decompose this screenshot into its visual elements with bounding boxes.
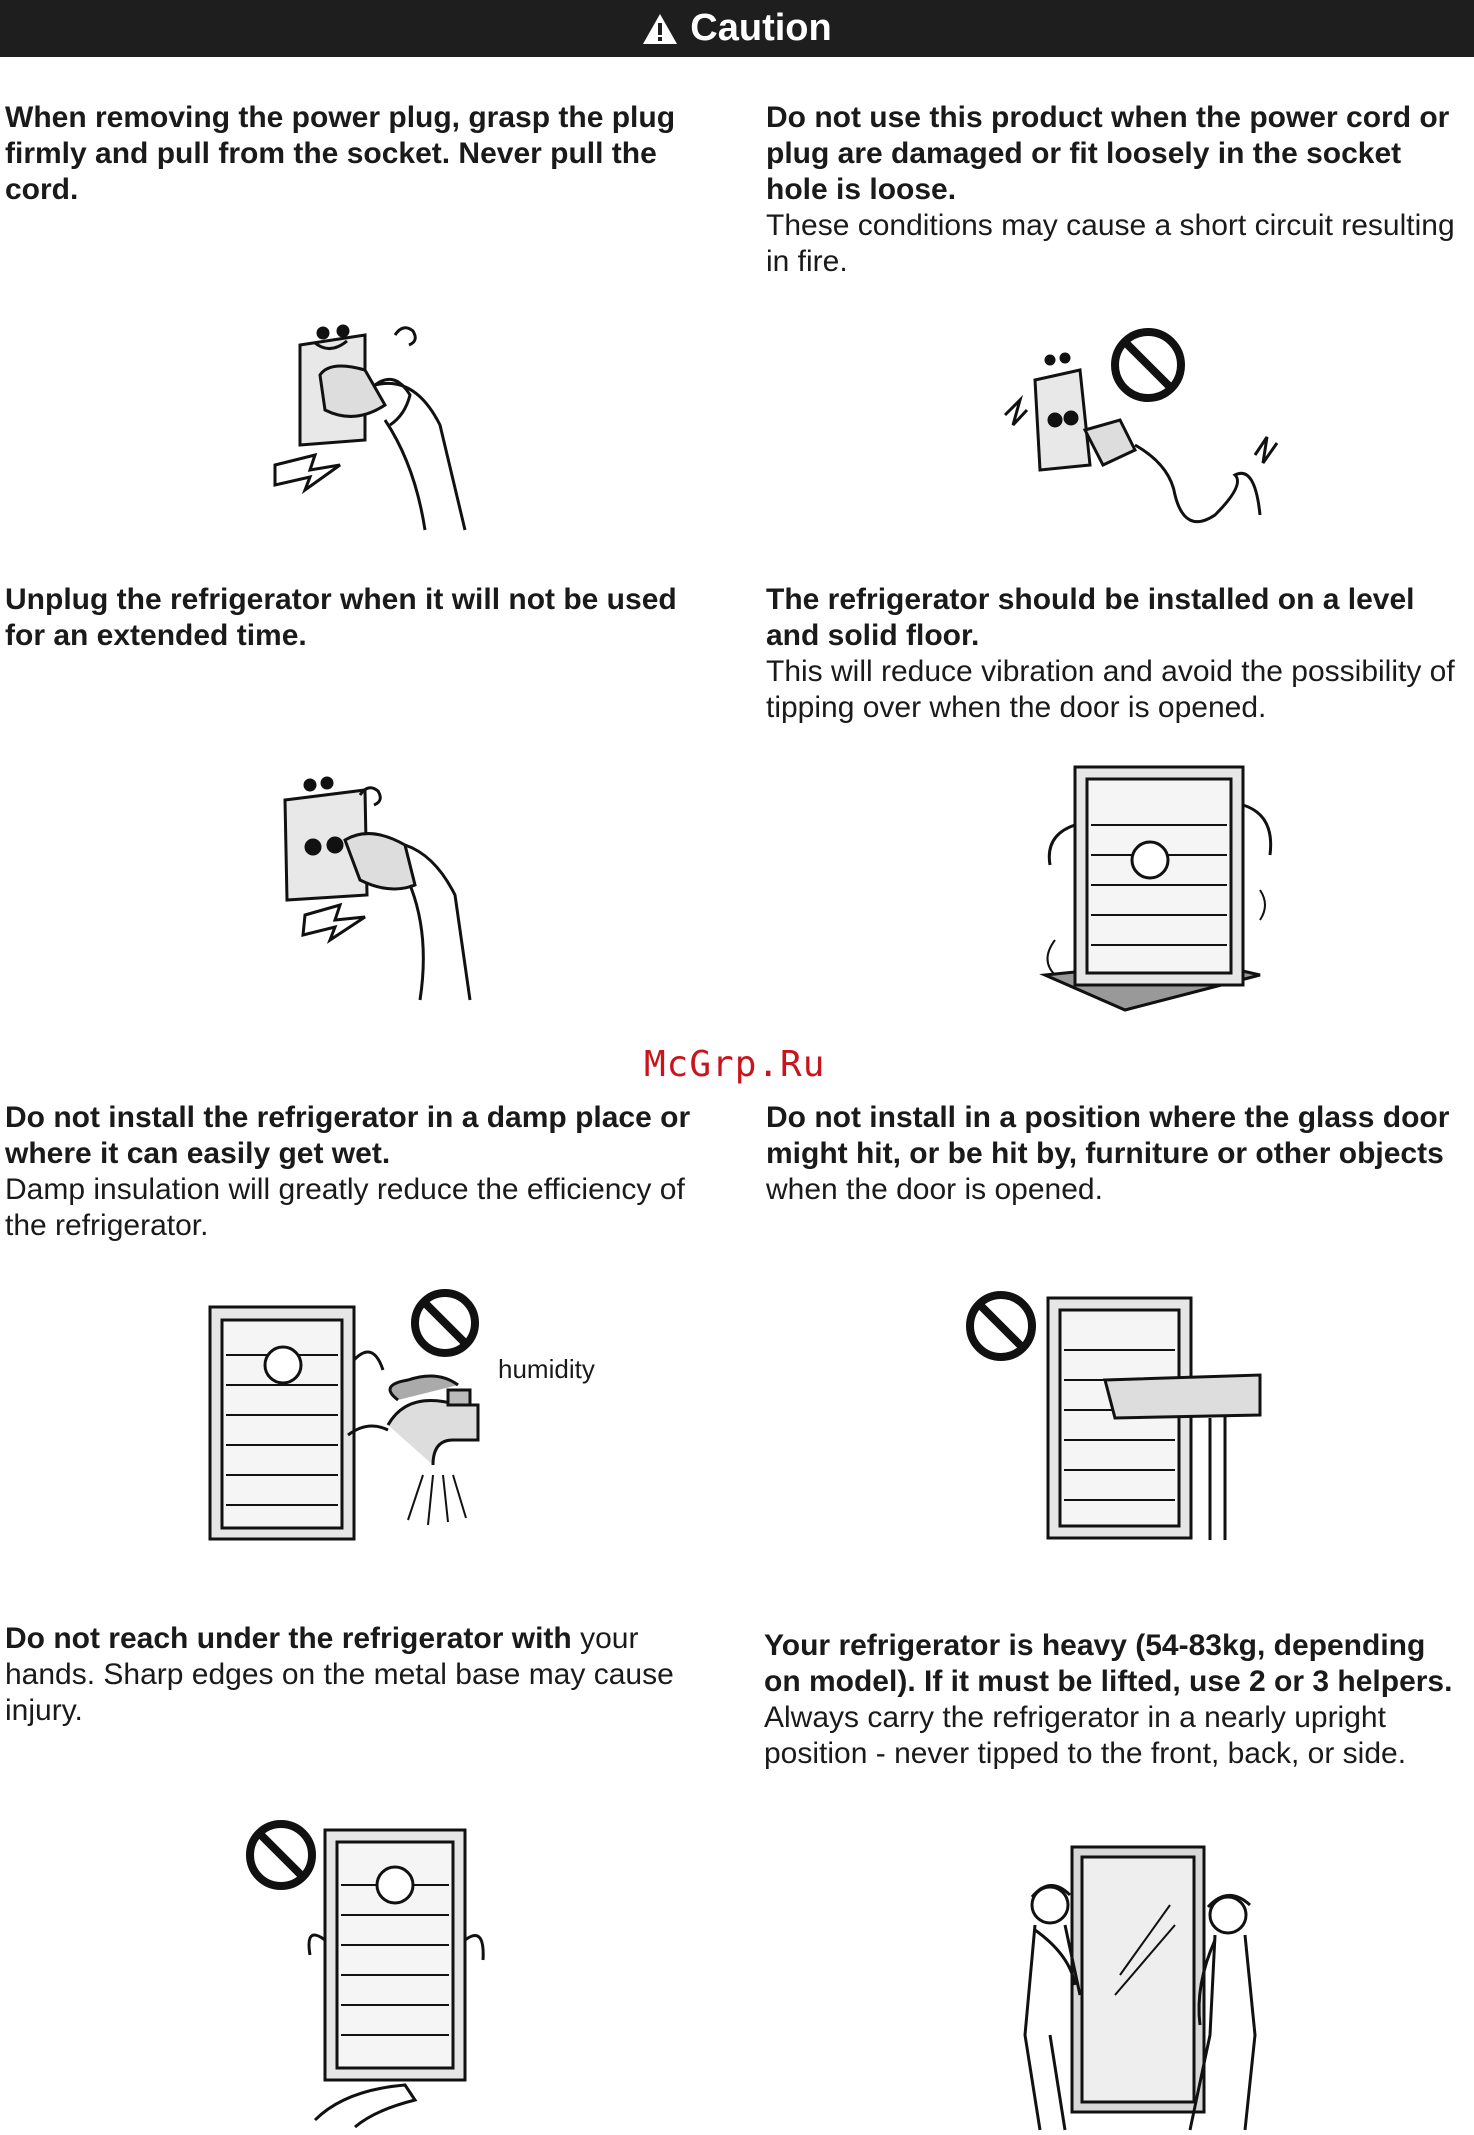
illustration-hand-under: [245, 1815, 495, 2130]
section-8-body: Always carry the refrigerator in a nearl…: [764, 1701, 1407, 1770]
illustration-pull-plug: [265, 315, 485, 535]
section-5-text: Do not install the refrigerator in a dam…: [5, 1100, 705, 1244]
humidity-label: humidity: [498, 1354, 595, 1384]
section-3-heading: Unplug the refrigerator when it will not…: [5, 583, 677, 652]
section-4-body: This will reduce vibration and avoid the…: [766, 655, 1455, 724]
section-4-heading: The refrigerator should be installed on …: [766, 583, 1415, 652]
prohibited-icon: [966, 1291, 1036, 1361]
illustration-near-table: [965, 1290, 1265, 1540]
section-2-heading: Do not use this product when the power c…: [766, 101, 1450, 206]
section-3-text: Unplug the refrigerator when it will not…: [5, 582, 685, 654]
watermark: McGrp.Ru: [644, 1044, 826, 1085]
section-1-heading: When removing the power plug, grasp the …: [5, 101, 676, 206]
section-2-body: These conditions may cause a short circu…: [766, 209, 1455, 278]
section-7-body: your hands. Sharp edges on the metal bas…: [5, 1622, 674, 1727]
illustration-carrying: [1010, 1845, 1280, 2135]
prohibited-icon: [246, 1820, 316, 1890]
section-4-text: The refrigerator should be installed on …: [766, 582, 1466, 726]
illustration-level-floor: [1035, 765, 1275, 1015]
prohibited-icon: [1111, 328, 1185, 402]
section-7-heading: Do not reach under the refrigerator with: [5, 1622, 572, 1655]
section-2-text: Do not use this product when the power c…: [766, 100, 1466, 280]
section-6-body: when the door is opened.: [766, 1173, 1103, 1206]
illustration-humidity: humidity: [208, 1289, 608, 1545]
section-1-text: When removing the power plug, grasp the …: [5, 100, 685, 208]
caution-banner: Caution: [0, 0, 1474, 57]
section-5-heading: Do not install the refrigerator in a dam…: [5, 1101, 691, 1170]
illustration-damaged-cord: [985, 325, 1305, 540]
section-8-text: Your refrigerator is heavy (54-83kg, dep…: [764, 1628, 1464, 1772]
section-7-text: Do not reach under the refrigerator with…: [5, 1621, 695, 1729]
illustration-unplug: [275, 775, 495, 1005]
section-6-text: Do not install in a position where the g…: [766, 1100, 1466, 1208]
section-5-body: Damp insulation will greatly reduce the …: [5, 1173, 685, 1242]
banner-title: Caution: [690, 7, 832, 49]
warning-triangle-icon: [643, 13, 678, 44]
section-8-heading: Your refrigerator is heavy (54-83kg, dep…: [764, 1629, 1453, 1698]
prohibited-icon: [411, 1289, 479, 1357]
section-6-heading: Do not install in a position where the g…: [766, 1101, 1450, 1170]
